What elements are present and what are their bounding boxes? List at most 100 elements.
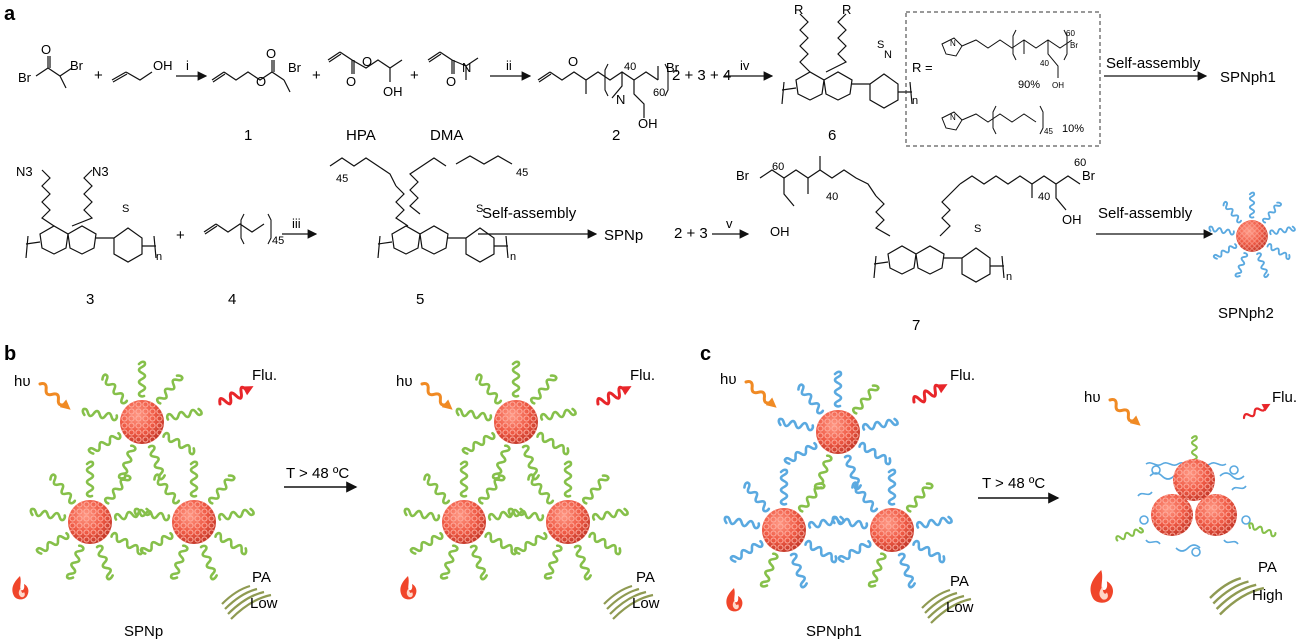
plus-sign: + xyxy=(312,67,321,84)
compound-6-label: 6 xyxy=(828,127,836,144)
atom-n: N xyxy=(462,60,471,75)
atom-o: O xyxy=(362,54,372,69)
hv-label: hυ xyxy=(1084,389,1101,406)
subscript-n: n xyxy=(510,251,516,263)
fluorescence-emission-icon xyxy=(594,380,636,410)
spnp-caption: SPNp xyxy=(124,623,163,640)
r-group-peg-structure xyxy=(941,105,1044,135)
plus-sign: + xyxy=(94,67,103,84)
atom-s: S xyxy=(122,203,129,215)
atom-oh: OH xyxy=(383,84,403,99)
panel-c-label: c xyxy=(700,343,711,365)
compound-1-structure xyxy=(211,60,291,93)
compound-7-structure xyxy=(759,156,1081,283)
spnp-nanoparticle xyxy=(30,462,150,580)
self-assembly-label: Self-assembly xyxy=(1106,55,1201,72)
subscript-n: n xyxy=(912,95,918,107)
subscript-60: 60 xyxy=(1066,29,1075,38)
atom-n: N xyxy=(884,49,892,61)
atom-o: O xyxy=(346,74,356,89)
atom-o: O xyxy=(446,74,456,89)
atom-br: Br xyxy=(1082,168,1096,183)
heat-flame-icon xyxy=(1090,570,1114,603)
spnph1-nanoparticle xyxy=(724,470,844,588)
percent-90: 90% xyxy=(1018,79,1040,91)
fluorescence-emission-icon xyxy=(216,380,258,410)
spnph2-nanoparticle xyxy=(1209,193,1295,278)
subscript-n: n xyxy=(1006,271,1012,283)
self-assembly-label: Self-assembly xyxy=(482,205,577,222)
temperature-label: T > 48 ºC xyxy=(286,465,349,482)
spnph1-nanoparticle xyxy=(832,470,952,588)
atom-o: O xyxy=(41,42,51,57)
reagent-v: v xyxy=(726,216,733,231)
spnp-nanoparticle xyxy=(456,362,576,480)
pa-level-low: Low xyxy=(946,599,974,616)
spnp-nanoparticle xyxy=(82,362,202,480)
flu-label: Flu. xyxy=(950,367,975,384)
atom-br: Br xyxy=(70,58,84,73)
atom-br: Br xyxy=(1070,41,1078,50)
subscript-40: 40 xyxy=(1038,191,1050,203)
heat-flame-icon xyxy=(12,576,29,600)
r-group-label: R xyxy=(794,2,803,17)
atom-s: S xyxy=(974,223,981,235)
subscript-60: 60 xyxy=(1074,157,1086,169)
atom-br: Br xyxy=(18,70,32,85)
pa-label: PA xyxy=(950,573,969,590)
compound-5-structure xyxy=(329,155,513,263)
heat-flame-icon xyxy=(400,576,417,600)
self-assembly-label: Self-assembly xyxy=(1098,205,1193,222)
subscript-40: 40 xyxy=(1040,59,1049,68)
compound-2-structure xyxy=(537,63,669,118)
reagent-iv: iv xyxy=(740,58,750,73)
reagent-i: i xyxy=(186,58,189,73)
reactant-mix-23: 2 + 3 xyxy=(674,225,708,242)
product-spnph1: SPNph1 xyxy=(1220,69,1276,86)
pa-level-high: High xyxy=(1252,587,1283,604)
atom-oh: OH xyxy=(638,116,658,131)
atom-o: O xyxy=(568,54,578,69)
atom-n: N xyxy=(616,92,625,107)
atom-s: S xyxy=(877,39,884,51)
compound-1-label: 1 xyxy=(244,127,252,144)
compound-3-structure xyxy=(25,169,157,263)
pa-level-low: Low xyxy=(632,595,660,612)
flu-label: Flu. xyxy=(252,367,277,384)
subscript-45: 45 xyxy=(1044,127,1053,136)
atom-oh: OH xyxy=(153,58,173,73)
reagent-ii: ii xyxy=(506,58,512,73)
excitation-light-icon xyxy=(1105,394,1146,432)
subscript-60: 60 xyxy=(653,87,665,99)
excitation-light-icon xyxy=(741,376,782,414)
atom-n3: N3 xyxy=(16,164,33,179)
spnp-nanoparticle xyxy=(404,462,524,580)
compound-3-label: 3 xyxy=(86,291,94,308)
flu-label: Flu. xyxy=(630,367,655,384)
pa-label: PA xyxy=(636,569,655,586)
r-group-definition-box xyxy=(905,11,1101,147)
atom-n: N xyxy=(950,39,956,48)
subscript-45: 45 xyxy=(516,167,528,179)
atom-s: S xyxy=(476,203,483,215)
product-spnph2: SPNph2 xyxy=(1218,305,1274,322)
flu-label: Flu. xyxy=(1272,389,1297,406)
excitation-light-icon xyxy=(417,378,458,416)
plus-sign: + xyxy=(410,67,419,84)
compound-4-label: 4 xyxy=(228,291,236,308)
compound-4-structure xyxy=(203,213,272,245)
r-group-polymer-structure xyxy=(941,29,1073,78)
reagent-iii: iii xyxy=(292,216,301,231)
r-group-label: R xyxy=(842,2,851,17)
fluorescence-emission-icon xyxy=(910,378,952,408)
percent-10: 10% xyxy=(1062,123,1084,135)
atom-br: Br xyxy=(736,168,750,183)
atom-oh: OH xyxy=(1062,212,1082,227)
pa-level-low: Low xyxy=(250,595,278,612)
temperature-label: T > 48 ºC xyxy=(982,475,1045,492)
compound-dma-label: DMA xyxy=(430,127,463,144)
heat-flame-icon xyxy=(726,588,743,612)
aggregated-spnph1-cluster xyxy=(1114,435,1278,557)
